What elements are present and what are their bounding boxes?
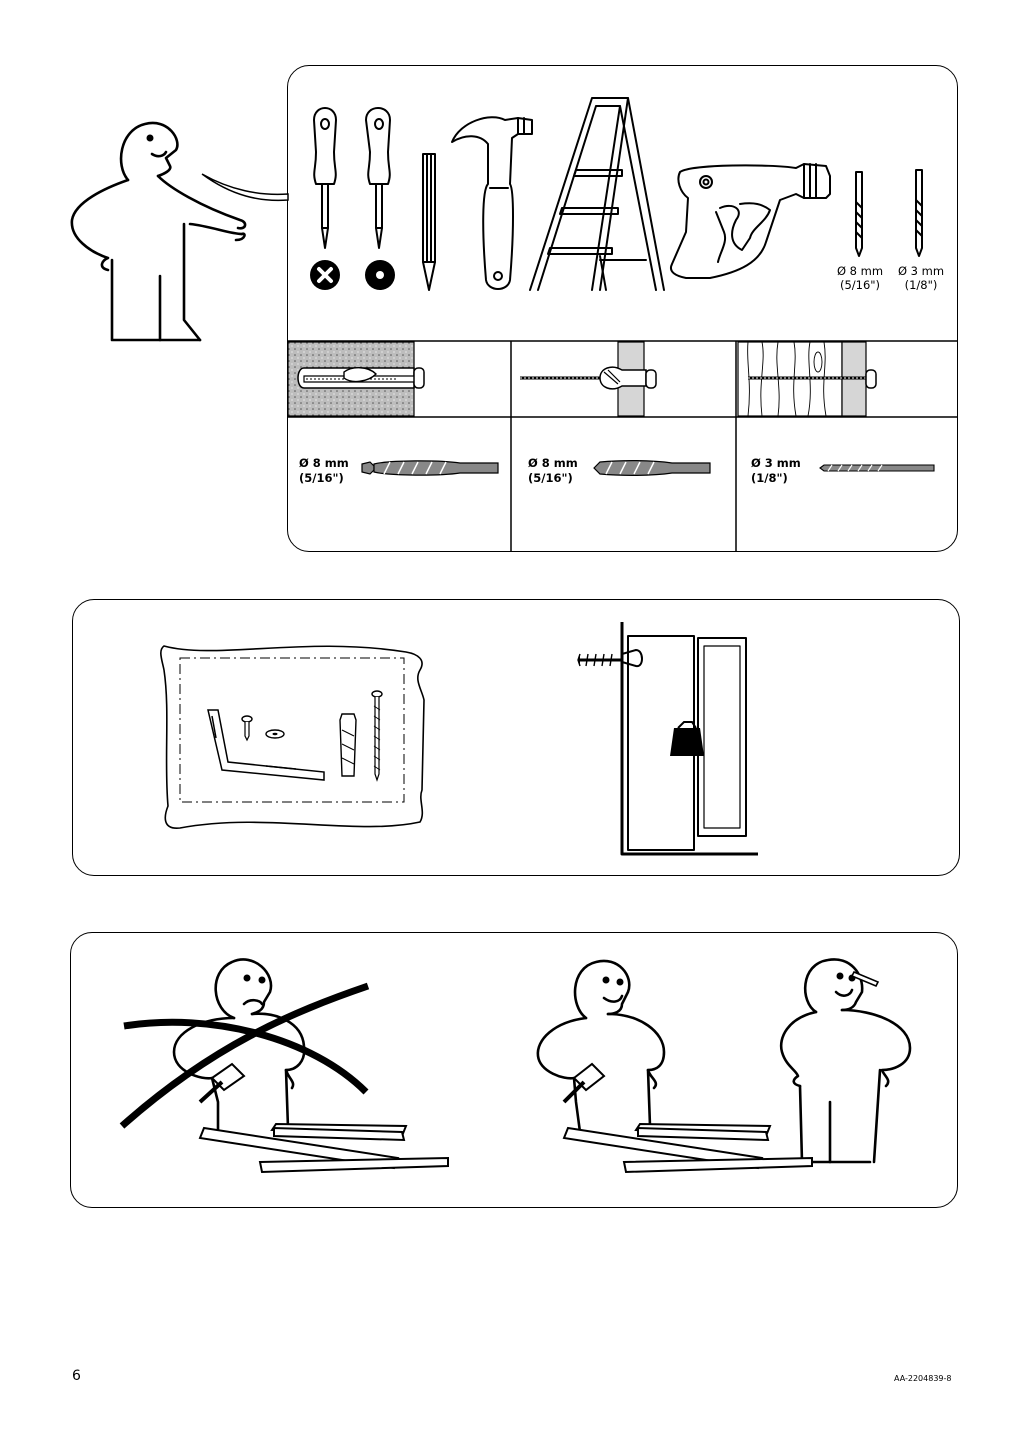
concrete-bit-size: Ø 8 mm [299,456,349,470]
drill-bit-1-size: Ø 8 mm [836,264,884,278]
person-alone-crossed-icon [119,958,449,1174]
phillips-screwdriver-icon [313,107,337,249]
wall-type-grid [287,340,958,551]
tools-row [310,97,923,291]
drill-bit-2-inch: (1/8") [904,278,938,292]
masonry-bit-2-icon [593,460,711,476]
document-code: AA-2204839-8 [894,1374,952,1383]
fittings-bag-icon [160,645,425,829]
drywall-icon [520,341,657,417]
drill-bit-icon [855,169,923,257]
concrete-bit-label: Ø 8 mm (5/16") [299,456,349,486]
drill-bit-2-size: Ø 3 mm [897,264,945,278]
pointing-man-icon [70,121,289,342]
drywall-bit-inch: (5/16") [528,471,573,485]
wood-bit-size: Ø 3 mm [751,456,801,470]
concrete-wall-icon [287,341,425,417]
wall-mount-diagram [577,622,758,856]
two-people-ok-icon [536,958,912,1174]
wood-bit-icon [819,464,935,472]
masonry-bit-icon [361,460,499,476]
flat-head-icon [365,260,395,290]
concrete-bit-inch: (5/16") [299,471,344,485]
pencil-icon [422,153,436,291]
drill-bit-1-inch: (5/16") [839,278,881,292]
wood-bit-inch: (1/8") [751,471,788,485]
wood-wall-icon [737,341,877,417]
wood-bit-label: Ø 3 mm (1/8") [751,456,801,486]
stepladder-icon [529,97,665,291]
page-number: 6 [72,1368,81,1384]
hammer-icon [451,116,533,290]
drill-bit-2-label: Ø 3 mm (1/8") [893,264,949,292]
drill-bit-1-label: Ø 8 mm (5/16") [832,264,888,292]
drywall-bit-label: Ø 8 mm (5/16") [528,456,578,486]
power-drill-icon [670,163,831,279]
phillips-head-icon [310,260,340,290]
drywall-bit-size: Ø 8 mm [528,456,578,470]
flat-screwdriver-icon [365,107,391,249]
